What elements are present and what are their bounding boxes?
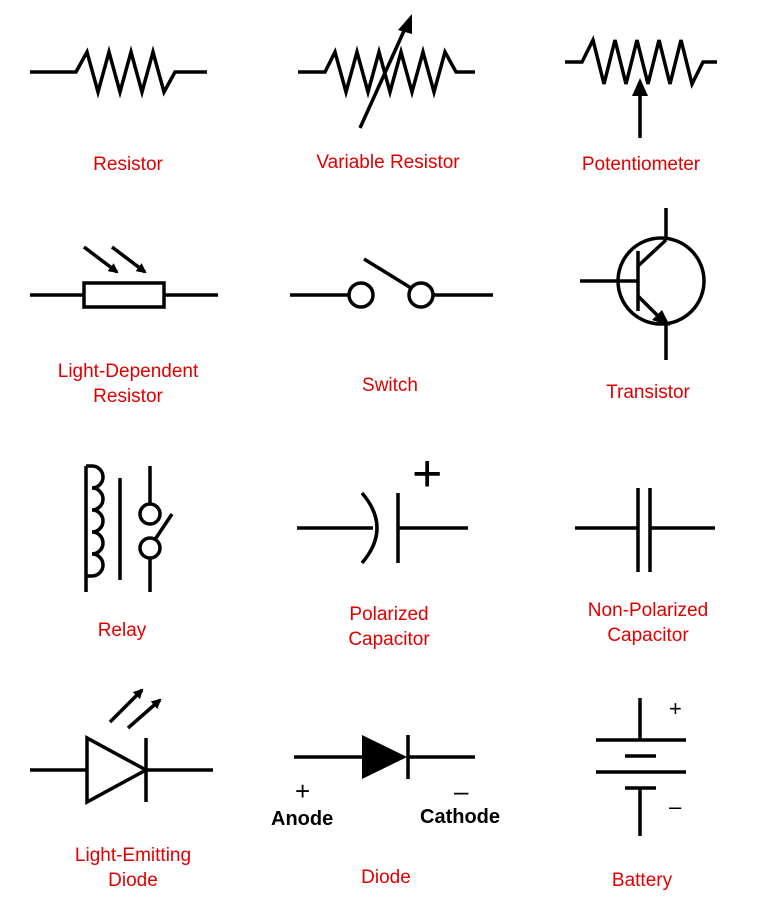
label-potentiometer: Potentiometer: [513, 152, 768, 177]
cathode-label: Cathode: [420, 806, 500, 828]
label-light-dependent-resistor: Light-Dependent Resistor: [0, 359, 256, 409]
label-line: Non-Polarized: [587, 600, 709, 621]
polarized-capacitor-icon: [297, 491, 468, 565]
label-transistor: Transistor: [520, 380, 768, 405]
anode-sign: +: [295, 776, 311, 806]
label-line: Light-Dependent: [57, 361, 199, 382]
battery-minus-sign: –: [669, 794, 682, 819]
label-line: Resistor: [93, 154, 163, 175]
diode-icon: [294, 735, 475, 779]
variable-resistor-icon: [298, 14, 475, 129]
label-resistor: Resistor: [0, 152, 256, 177]
label-line: Battery: [611, 870, 673, 891]
label-line: Relay: [97, 620, 147, 641]
label-line: Variable Resistor: [316, 152, 460, 173]
label-line: Capacitor: [607, 625, 689, 646]
relay-icon: [84, 464, 174, 592]
label-line: Transistor: [606, 382, 690, 403]
label-light-emitting-diode: Light-Emitting Diode: [5, 843, 261, 893]
label-relay: Relay: [0, 618, 250, 643]
battery-icon: [596, 698, 686, 836]
label-non-polarized-capacitor: Non-Polarized Capacitor: [520, 598, 768, 648]
label-line: Diode: [361, 867, 411, 888]
label-line: Resistor: [93, 386, 163, 407]
label-variable-resistor: Variable Resistor: [260, 150, 516, 175]
cathode-sign: –: [454, 776, 469, 806]
anode-label: Anode: [271, 808, 334, 830]
non-polarized-capacitor-icon: [575, 488, 715, 572]
switch-icon: [290, 257, 493, 309]
light-dependent-resistor-icon: [30, 245, 218, 309]
label-line: Light-Emitting: [74, 845, 192, 866]
label-diode: Diode: [258, 865, 514, 890]
label-line: Capacitor: [348, 629, 430, 650]
resistor-icon: [30, 45, 207, 99]
light-emitting-diode-icon: [30, 688, 213, 805]
battery-plus-sign: +: [669, 696, 682, 721]
potentiometer-icon: [565, 34, 717, 138]
label-line: Polarized: [349, 604, 429, 625]
label-line: Potentiometer: [581, 154, 701, 175]
label-battery: Battery: [514, 868, 768, 893]
label-line: Switch: [362, 375, 418, 396]
capacitor-plus-sign: +: [412, 445, 443, 503]
label-polarized-capacitor: Polarized Capacitor: [261, 602, 517, 652]
label-switch: Switch: [262, 373, 518, 398]
label-line: Diode: [108, 870, 158, 891]
transistor-icon: [580, 208, 706, 360]
